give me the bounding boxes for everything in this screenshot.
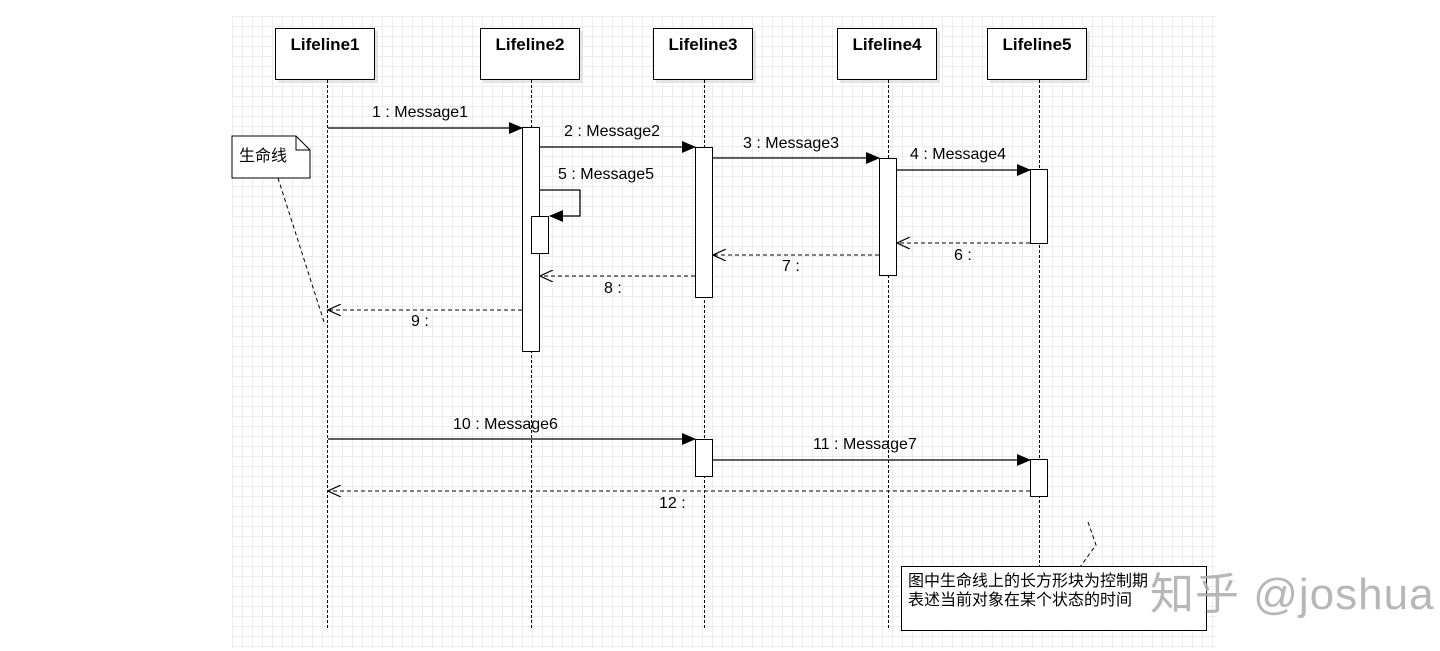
activation-lifeline2-self[interactable] — [531, 216, 549, 254]
activation-lifeline5-second[interactable] — [1030, 459, 1048, 497]
activation-note-line2: 表述当前对象在某个状态的时间 — [908, 592, 1133, 609]
activation-lifeline3[interactable] — [695, 147, 713, 298]
lifeline5-header[interactable]: Lifeline5 — [987, 28, 1087, 80]
lifeline4-header[interactable]: Lifeline4 — [837, 28, 937, 80]
activation-lifeline3-second[interactable] — [695, 439, 713, 477]
lifeline3-line — [704, 80, 705, 628]
lifeline-note[interactable]: 生命线 — [239, 148, 288, 165]
lifeline2-line — [531, 80, 532, 628]
watermark: 知乎 @joshua — [1150, 570, 1435, 619]
activation-lifeline5[interactable] — [1030, 169, 1048, 244]
message-4-label: 4 : Message4 — [910, 146, 1007, 163]
message-6-label: 6 : — [954, 247, 972, 264]
message-2-label: 2 : Message2 — [564, 123, 661, 140]
activation-note[interactable]: 图中生命线上的长方形块为控制期 表述当前对象在某个状态的时间 — [901, 566, 1207, 631]
lifeline-note-connector — [277, 177, 326, 326]
lifeline3-header[interactable]: Lifeline3 — [653, 28, 753, 80]
lifeline4-line — [888, 80, 889, 628]
lifeline1-header[interactable]: Lifeline1 — [275, 28, 375, 80]
message-8-label: 8 : — [604, 280, 622, 297]
grid-background — [232, 16, 1216, 648]
lifeline-note-shape — [231, 135, 311, 179]
message-7-label: 7 : — [782, 258, 800, 275]
message-11-label: 11 : Message7 — [813, 436, 917, 453]
message-9-label: 9 : — [411, 313, 429, 330]
message-1-label: 1 : Message1 — [372, 104, 469, 121]
message-10-label: 10 : Message6 — [453, 416, 558, 433]
message-12-label: 12 : — [659, 495, 686, 512]
lifeline5-line — [1039, 80, 1040, 628]
activation-lifeline4[interactable] — [879, 158, 897, 276]
lifeline1-line — [327, 80, 328, 628]
lifeline2-header[interactable]: Lifeline2 — [480, 28, 580, 80]
activation-note-connector — [1079, 521, 1097, 568]
message-5-label: 5 : Message5 — [558, 166, 655, 183]
activation-note-line1: 图中生命线上的长方形块为控制期 — [908, 573, 1149, 590]
message-3-label: 3 : Message3 — [743, 135, 840, 152]
message-5-arrow — [540, 189, 581, 222]
